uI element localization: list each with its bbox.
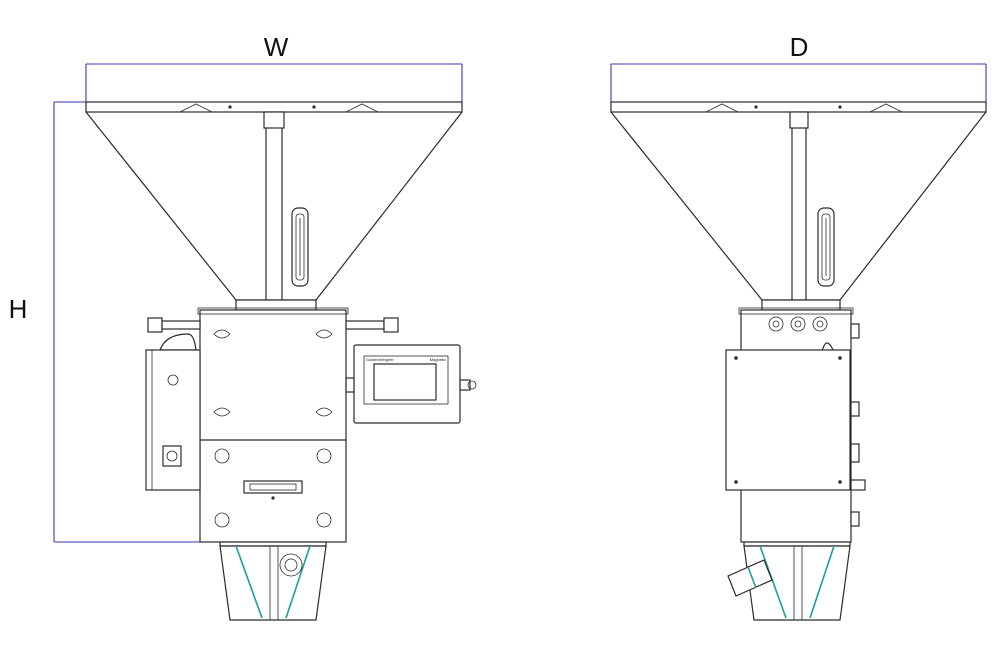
- front-hopper: [85, 101, 463, 311]
- panel-brand: GoldenWeigher: [366, 357, 394, 362]
- side-hopper: [610, 101, 987, 311]
- height-dimension: H: [9, 101, 200, 543]
- front-control-panel: GoldenWeigher Magnetic: [345, 344, 477, 424]
- front-mixer: [219, 541, 327, 621]
- side-body: [725, 307, 866, 543]
- front-electrical-box: [145, 333, 201, 491]
- depth-label: D: [790, 32, 809, 62]
- side-mixer: [727, 541, 851, 621]
- depth-dimension: D: [610, 32, 987, 104]
- front-view: W H: [9, 32, 477, 621]
- side-view: D: [610, 32, 987, 621]
- front-body: [147, 307, 399, 543]
- width-label: W: [264, 32, 289, 62]
- height-label: H: [9, 294, 28, 324]
- panel-model: Magnetic: [430, 357, 446, 362]
- width-dimension: W: [85, 32, 463, 104]
